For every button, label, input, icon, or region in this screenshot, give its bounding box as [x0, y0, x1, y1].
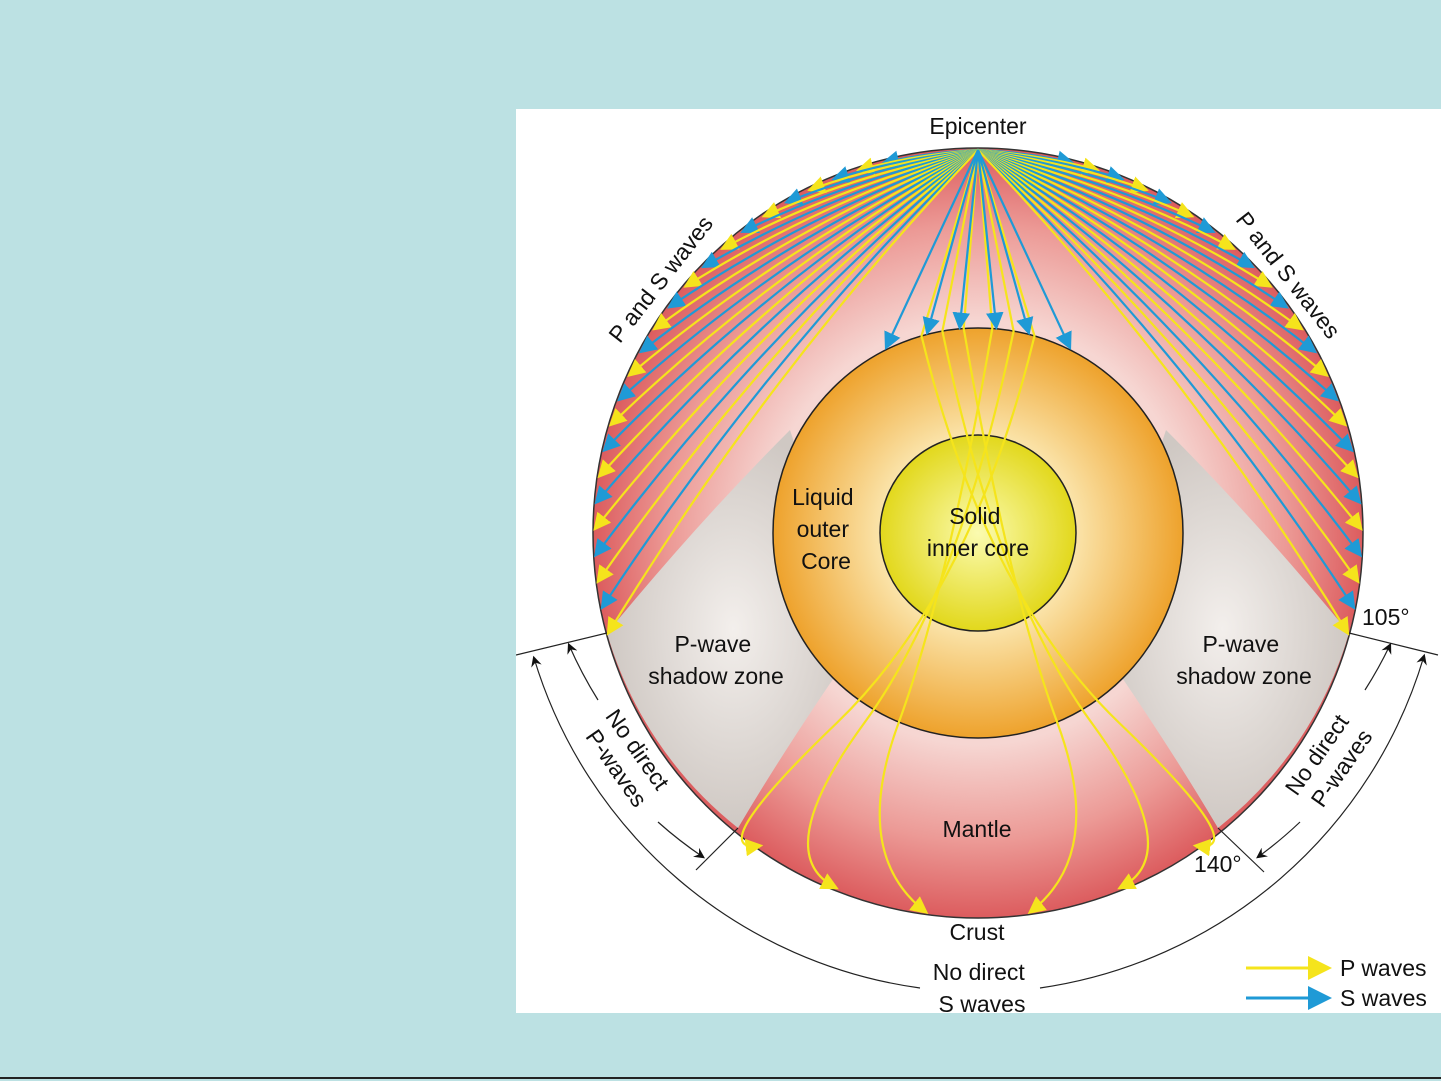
p-wave-ray — [977, 148, 1236, 250]
s-wave-ray-core — [952, 149, 980, 331]
p-wave-ray — [593, 149, 979, 531]
p-wave-ray — [977, 149, 1359, 479]
boundary-140-right — [1217, 827, 1265, 873]
p-wave-ray-core — [941, 149, 1150, 890]
p-wave-ray — [977, 148, 1273, 288]
p-wave-ray-core — [920, 149, 1216, 857]
shadow-zone-right-label: P-wave shadow zone — [1176, 631, 1312, 689]
inner-core-label: Solid inner core — [927, 503, 1029, 561]
p-wave-ray — [627, 149, 979, 378]
s-wave-ray — [977, 148, 1255, 269]
legend-p-wave-label: P waves — [1340, 955, 1427, 981]
p-wave-ray — [683, 148, 979, 288]
p-wave-ray — [720, 148, 979, 250]
mantle-label: Mantle — [942, 816, 1011, 842]
epicenter-label: Epicenter — [929, 113, 1027, 139]
shadow-zone-left-label: P-wave shadow zone — [648, 631, 784, 689]
s-wave-ray-core — [977, 149, 1072, 351]
p-wave-ray — [652, 148, 979, 331]
s-wave-ray-core — [884, 149, 979, 351]
p-wave-ray — [606, 149, 979, 636]
p-wave-ray — [977, 149, 1348, 427]
outer-core-label: Liquid outer Core — [792, 484, 860, 574]
no-p-wave-arc-right-top — [1364, 642, 1392, 691]
boundary-140-left — [695, 827, 739, 871]
p-wave-ray — [977, 149, 1363, 531]
s-wave-ray-core — [922, 149, 980, 336]
no-p-wave-arc-right — [1256, 821, 1301, 859]
p-wave-ray — [977, 149, 1350, 636]
p-wave-ray — [597, 149, 979, 479]
no-s-wave-arc-right — [1039, 653, 1427, 989]
boundary-105-left — [515, 632, 608, 656]
legend: P waves S waves — [1246, 955, 1427, 1011]
seismic-wave-diagram: Epicenter P and S waves P and S waves Li… — [515, 109, 1441, 1017]
p-wave-ray-core — [740, 149, 1036, 857]
s-wave-ray — [977, 148, 1289, 309]
s-wave-ray — [667, 148, 979, 309]
no-s-wave-arc-left — [531, 655, 921, 989]
legend-s-wave-label: S waves — [1340, 985, 1427, 1011]
s-wave-ray — [701, 148, 979, 269]
s-wave-ray — [977, 149, 1354, 453]
s-wave-ray-core — [976, 149, 1034, 336]
no-direct-s-waves-label: No direct S waves — [933, 959, 1031, 1013]
angle-105-label: 105° — [1362, 604, 1410, 630]
s-wave-ray — [977, 149, 1363, 558]
p-wave-ray-core — [806, 149, 1015, 890]
no-p-wave-arc-left — [657, 821, 705, 859]
s-wave-ray — [594, 149, 979, 505]
p-wave-ray — [596, 149, 979, 584]
s-wave-ray — [593, 149, 979, 558]
s-wave-ray — [977, 149, 1339, 402]
s-wave-ray — [617, 149, 979, 402]
p-wave-ray-core — [962, 149, 1078, 915]
s-wave-ray — [977, 149, 1362, 505]
p-wave-ray — [608, 149, 979, 427]
angle-140-label: 140° — [1194, 851, 1242, 877]
s-wave-ray — [977, 149, 1356, 610]
s-wave-ray — [600, 149, 979, 610]
crust-label: Crust — [950, 919, 1006, 945]
inner-core — [879, 434, 1077, 632]
p-wave-ray — [977, 148, 1304, 331]
p-wave-ray — [977, 149, 1360, 584]
no-p-wave-arc-left-top — [567, 642, 599, 701]
boundary-105-right — [1348, 632, 1439, 656]
earth-outline — [592, 147, 1364, 919]
slide-bottom-border — [0, 1077, 1441, 1079]
p-wave-ray-core — [878, 149, 994, 915]
s-wave-ray-core — [976, 149, 1004, 331]
p-wave-ray — [977, 149, 1329, 378]
s-wave-ray — [977, 148, 1318, 354]
s-wave-ray — [638, 148, 979, 354]
earth-cross-section: Epicenter P and S waves P and S waves Li… — [515, 113, 1439, 1017]
s-wave-ray — [602, 149, 979, 453]
